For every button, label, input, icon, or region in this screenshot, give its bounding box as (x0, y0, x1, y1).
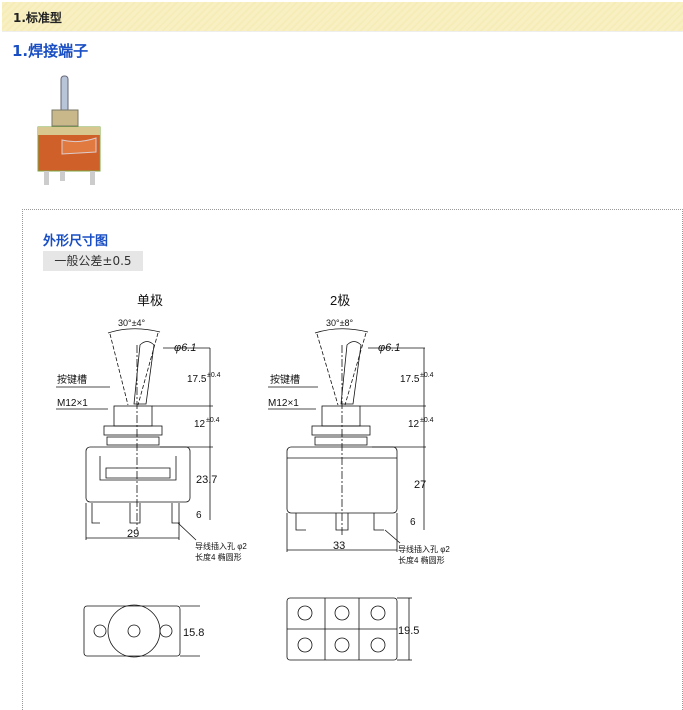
dimension-label: 导线插入孔 φ2 (398, 544, 450, 554)
dimension-label: ±0.4 (420, 417, 434, 424)
product-photo (37, 75, 101, 185)
dimension-label: 长度4 椭圆形 (195, 552, 242, 562)
dimension-label: 29 (127, 528, 139, 540)
drawing-title: 外形尺寸图 (43, 234, 109, 249)
dimension-label: 30°±4° (118, 318, 146, 328)
dimension-label: 2极 (330, 293, 350, 308)
dimension-label: 单极 (137, 293, 163, 308)
dimension-label: M12×1 (57, 398, 88, 409)
dimension-label: 15.8 (183, 627, 204, 639)
header-title: 1.标准型 (13, 11, 62, 25)
double-pole-drawing: 2极 30°±8° φ6.1 17.5±0.4 按键槽 M12×1 12±0.4… (268, 293, 450, 661)
dimension-label: 12 (194, 419, 206, 430)
dimension-label: 6 (196, 510, 202, 521)
dimension-label: 6 (410, 517, 416, 528)
dimension-label: 19.5 (398, 625, 419, 637)
dimension-label: 导线插入孔 φ2 (195, 541, 247, 551)
dimension-label: 12 (408, 419, 420, 430)
dimension-label: 30°±8° (326, 318, 354, 328)
section-title: 1.焊接端子 (12, 42, 89, 60)
dimension-label: 27 (414, 479, 426, 491)
dimension-label: ±0.4 (207, 372, 221, 379)
dimension-label: ±0.4 (206, 417, 220, 424)
dimension-label: 23.7 (196, 474, 217, 486)
dimension-label: 按键槽 (57, 373, 87, 386)
dimension-label: 17.5 (400, 374, 420, 385)
dimension-label: 17.5 (187, 374, 207, 385)
dimension-label: ±0.4 (420, 372, 434, 379)
dimension-label: 33 (333, 540, 345, 552)
single-pole-drawing: 单极 30°±4° φ6.1 17.5±0.4 按键槽 M12×1 12±0.4… (56, 293, 247, 658)
dimension-label: M12×1 (268, 398, 299, 409)
dimension-label: 长度4 椭圆形 (398, 555, 445, 565)
section-header: 1.标准型 (2, 2, 683, 32)
dimension-label: 按键槽 (270, 373, 300, 386)
tolerance-label: 一般公差±0.5 (43, 251, 143, 271)
